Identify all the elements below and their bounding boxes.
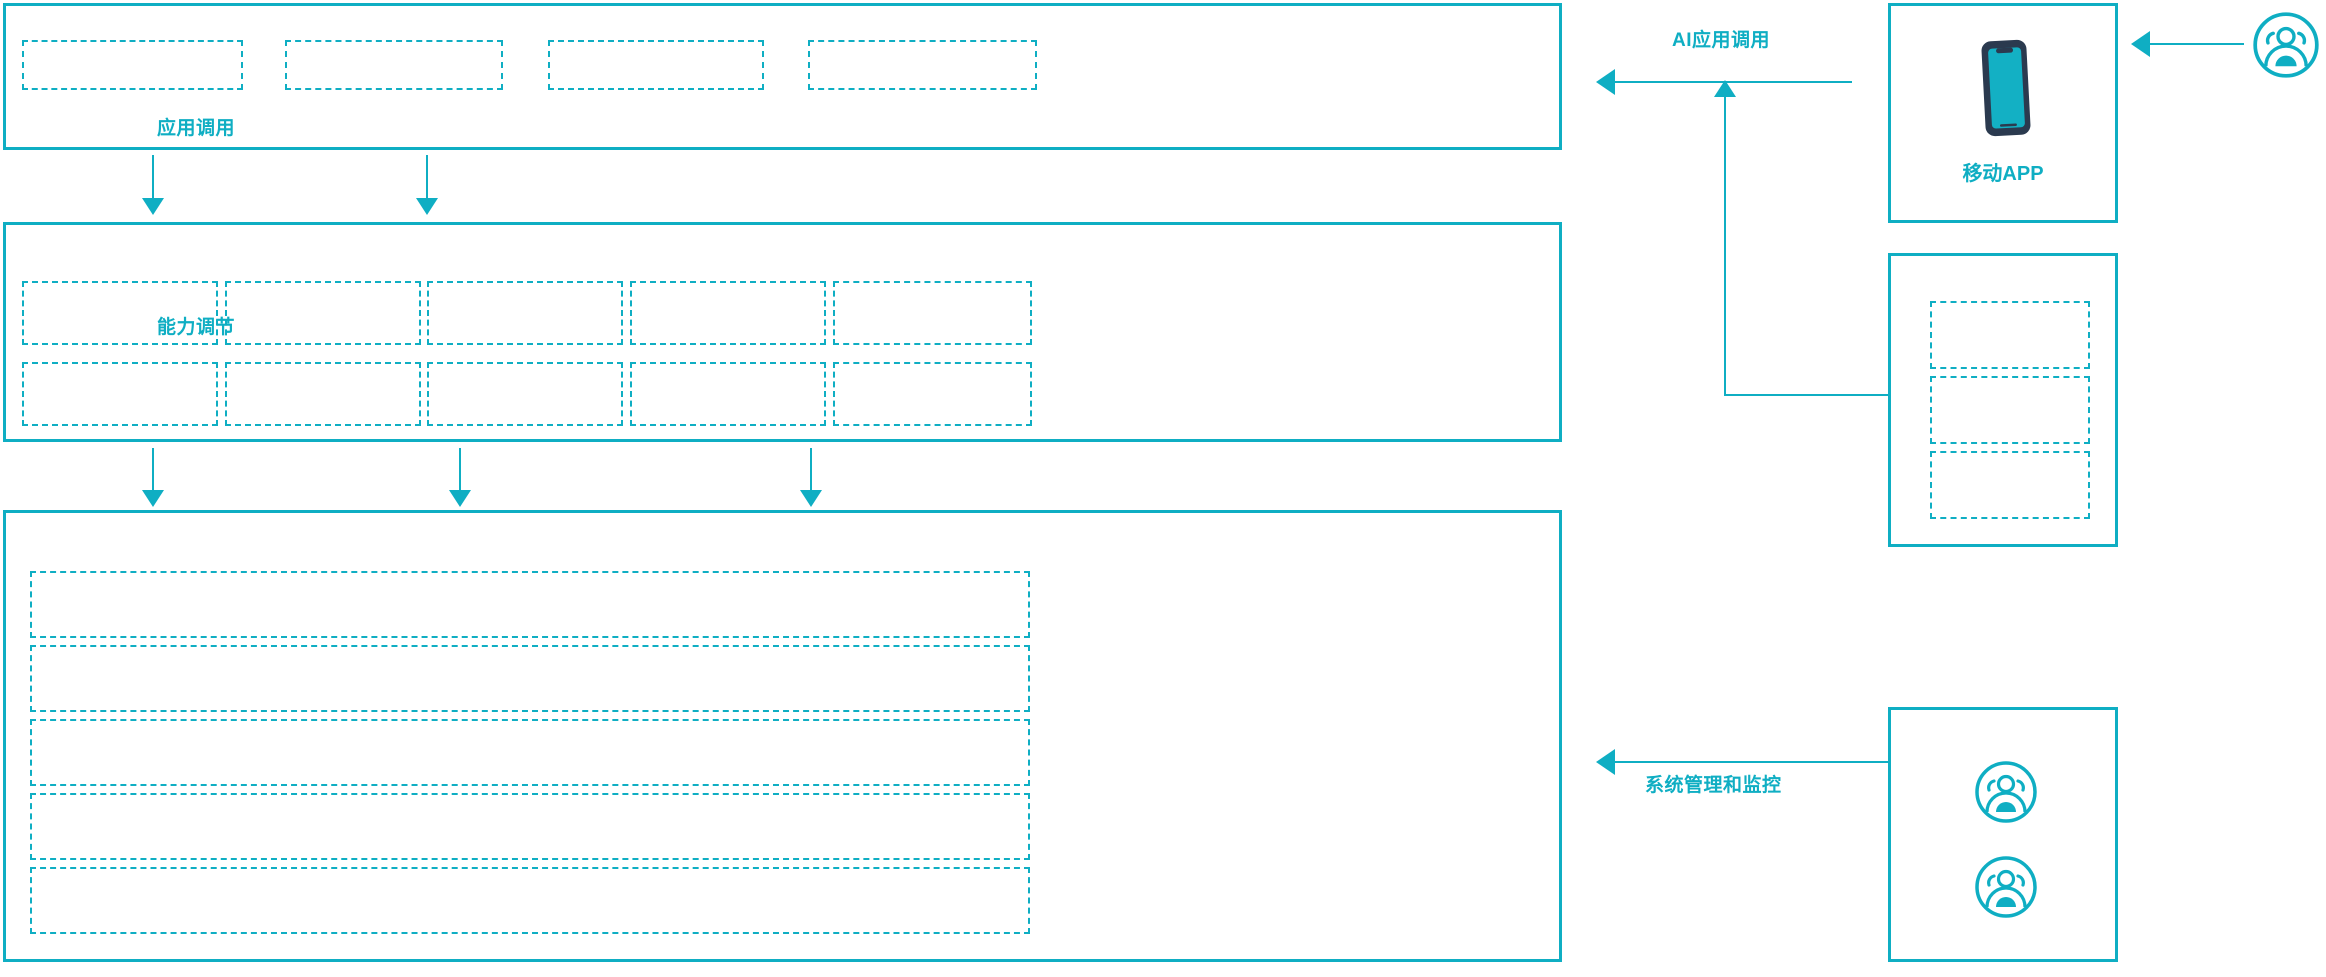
- capability-adjust-arrow-2-line: [459, 448, 461, 492]
- flow-label-system-manage-monitor: 系统管理和监控: [1645, 775, 1782, 796]
- capability-slot-5-top[interactable]: [833, 281, 1032, 345]
- end-user-arrow-line: [2149, 43, 2244, 45]
- application-slot-1[interactable]: [22, 40, 243, 90]
- channels-to-ai-riser-line: [1724, 95, 1726, 395]
- channel-slot-3[interactable]: [1930, 451, 2090, 519]
- mobile-phone-icon: [1965, 36, 2045, 141]
- capability-slot-3-bottom[interactable]: [427, 362, 623, 426]
- end-user-arrow-head: [2131, 31, 2150, 57]
- capability-adjust-arrow-1-line: [152, 448, 154, 492]
- flow-label-capability-adjust: 能力调节: [157, 317, 236, 338]
- operators-box[interactable]: [1888, 707, 2118, 962]
- ai-app-invoke-arrow-head: [1596, 69, 1615, 95]
- capability-slot-4-bottom[interactable]: [630, 362, 826, 426]
- users-group-icon-2: [1974, 855, 2038, 919]
- capability-slot-1-top[interactable]: [22, 281, 218, 345]
- capability-slot-2-bottom[interactable]: [225, 362, 421, 426]
- capability-adjust-arrow-3-line: [810, 448, 812, 492]
- infrastructure-row-2[interactable]: [30, 645, 1030, 712]
- infrastructure-row-3[interactable]: [30, 719, 1030, 786]
- capability-slot-3-top[interactable]: [427, 281, 623, 345]
- application-slot-4[interactable]: [808, 40, 1037, 90]
- infrastructure-row-4[interactable]: [30, 793, 1030, 860]
- application-slot-3[interactable]: [548, 40, 764, 90]
- channels-to-ai-riser-foot: [1724, 394, 1888, 396]
- infrastructure-row-1[interactable]: [30, 571, 1030, 638]
- application-layer-panel[interactable]: [3, 3, 1562, 150]
- channel-slot-1[interactable]: [1930, 301, 2090, 369]
- application-slot-2[interactable]: [285, 40, 503, 90]
- capability-slot-4-top[interactable]: [630, 281, 826, 345]
- end-user-users-group-icon: [2252, 11, 2320, 79]
- app-invoke-arrow-2-head: [416, 198, 438, 215]
- channels-to-ai-riser-head: [1714, 80, 1736, 97]
- infrastructure-row-5[interactable]: [30, 867, 1030, 934]
- mobile-app-box[interactable]: 移动APP: [1888, 3, 2118, 223]
- capability-adjust-arrow-3-head: [800, 490, 822, 507]
- channel-slot-2[interactable]: [1930, 376, 2090, 444]
- capability-slot-5-bottom[interactable]: [833, 362, 1032, 426]
- flow-label-app-invoke: 应用调用: [157, 118, 236, 139]
- capability-adjust-arrow-2-head: [449, 490, 471, 507]
- capability-adjust-arrow-1-head: [142, 490, 164, 507]
- app-invoke-arrow-1-head: [142, 198, 164, 215]
- mobile-app-caption: 移动APP: [1962, 163, 2044, 185]
- app-invoke-arrow-2-line: [426, 155, 428, 200]
- capability-slot-2-top[interactable]: [225, 281, 421, 345]
- system-manage-arrow-line: [1614, 761, 1888, 763]
- capability-slot-1-bottom[interactable]: [22, 362, 218, 426]
- system-manage-arrow-head: [1596, 749, 1615, 775]
- flow-label-ai-app-invoke: AI应用调用: [1672, 30, 1771, 51]
- app-invoke-arrow-1-line: [152, 155, 154, 200]
- users-group-icon-1: [1974, 760, 2038, 824]
